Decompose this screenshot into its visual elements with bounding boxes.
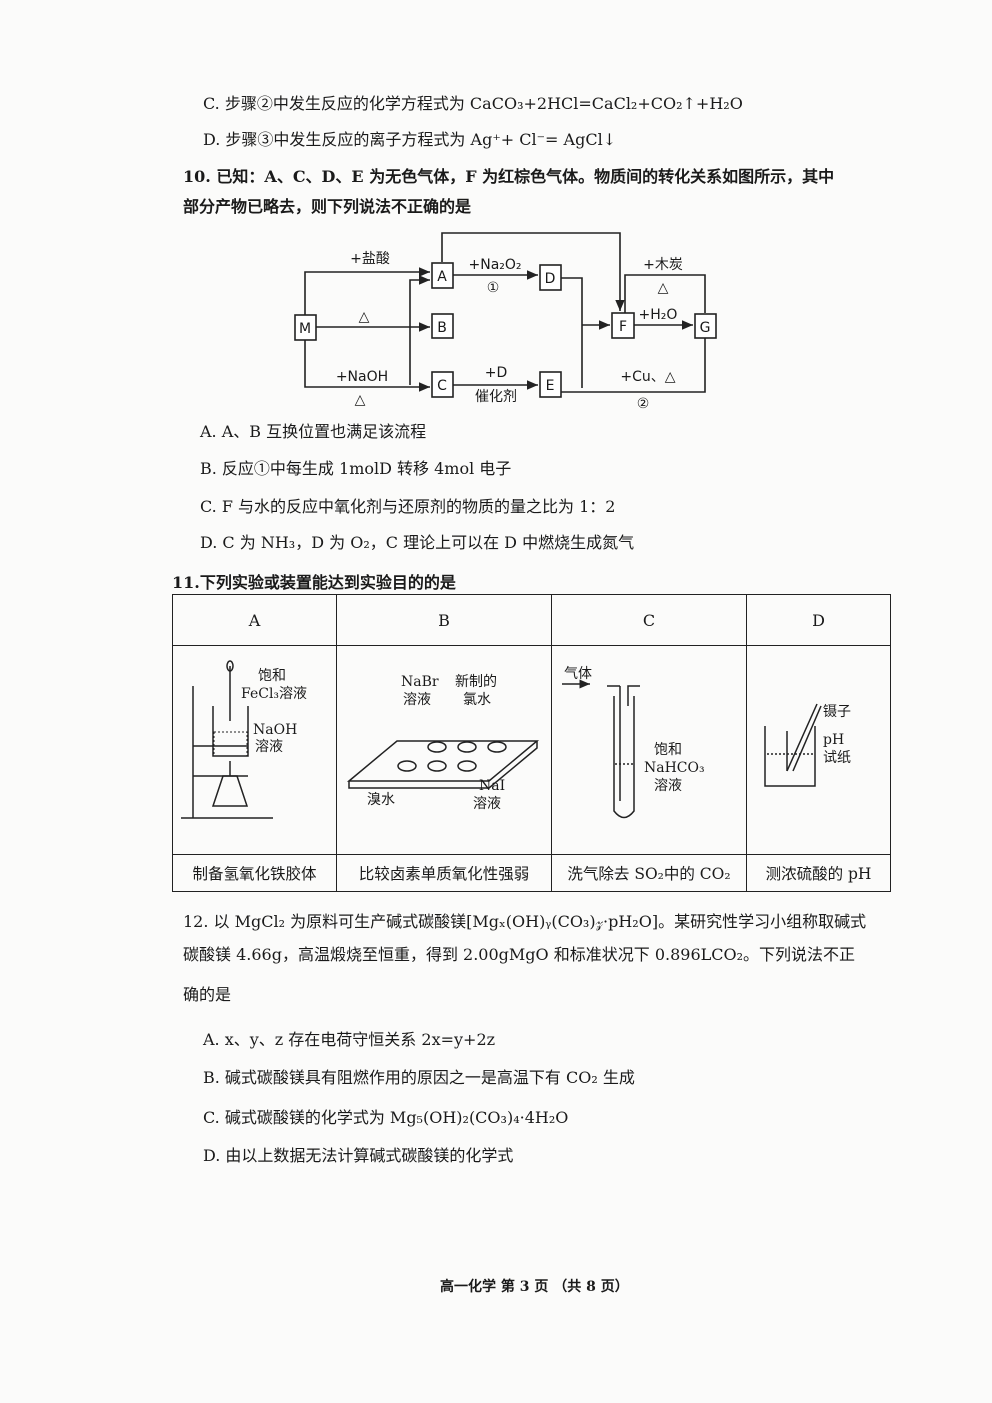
q10-option-c: C. F 与水的反应中氧化剂与还原剂的物质的量之比为 1：2: [200, 497, 616, 516]
label: 溶液: [255, 739, 283, 755]
node-b: B: [437, 320, 447, 336]
edge-label: +H₂O: [639, 307, 678, 323]
edge-label: +NaOH: [336, 369, 388, 385]
edge-label: ②: [637, 396, 650, 412]
edge-label: ①: [487, 280, 500, 296]
gas-washing-tube-icon: [562, 679, 640, 819]
edge-label: △: [658, 280, 669, 296]
label: 气体: [564, 666, 592, 682]
q10-flow-diagram: M A B C D E F G +盐酸 △ +NaOH △ +Na₂O₂ ① +…: [294, 232, 717, 412]
q12-option-a: A. x、y、z 存在电荷守恒关系 2x=y+2z: [203, 1030, 496, 1049]
edge-label: +Cu、△: [620, 369, 675, 385]
label: 溴水: [367, 792, 395, 808]
node-m: M: [299, 321, 311, 337]
q12-stem-line1: 12. 以 MgCl₂ 为原料可生产碱式碳酸镁[Mgₓ(OH)ᵧ(CO₃)𝓏·p…: [183, 912, 867, 931]
q12-stem-line2: 碳酸镁 4.66g，高温煅烧至恒重，得到 2.00gMgO 和标准状况下 0.8…: [183, 945, 856, 964]
q9-option-d: D. 步骤③中发生反应的离子方程式为 Ag⁺+ Cl⁻= AgCl↓: [203, 130, 617, 149]
node-d: D: [545, 271, 556, 287]
label: 溶液: [403, 692, 431, 708]
label: NaOH: [253, 722, 298, 738]
q12-stem-line3: 确的是: [183, 985, 232, 1004]
apparatus-a: 饱和 FeCl₃溶液 NaOH 溶液: [172, 645, 337, 855]
header-d: D: [746, 594, 891, 646]
edge-label: +D: [485, 365, 508, 381]
q12-option-d: D. 由以上数据无法计算碱式碳酸镁的化学式: [203, 1146, 514, 1165]
node-g: G: [700, 320, 711, 336]
q12-option-b: B. 碱式碳酸镁具有阻燃作用的原因之一是高温下有 CO₂ 生成: [203, 1068, 635, 1087]
q9-option-c: C. 步骤②中发生反应的化学方程式为 CaCO₃+2HCl=CaCl₂+CO₂↑…: [203, 94, 743, 113]
label: 溶液: [654, 778, 682, 794]
caption-c: 洗气除去 SO₂中的 CO₂: [551, 854, 747, 892]
q11-table: A B C D 饱和 FeCl₃溶液 NaOH 溶液: [172, 594, 891, 892]
heating-apparatus-icon: [181, 660, 273, 819]
q10-stem-line2: 部分产物已略去，则下列说法不正确的是: [183, 197, 472, 216]
header-a: A: [172, 594, 337, 646]
edge-label: △: [359, 309, 370, 325]
node-a: A: [437, 269, 447, 285]
q10-stem-line1: 10. 已知：A、C、D、E 为无色气体，F 为红棕色气体。物质间的转化关系如图…: [183, 167, 835, 186]
edge-label: 催化剂: [475, 389, 517, 405]
label: NaI: [479, 778, 506, 794]
label: pH: [823, 732, 845, 748]
q11-stem: 11.下列实验或装置能达到实验目的的是: [172, 573, 456, 592]
caption-a: 制备氢氧化铁胶体: [172, 854, 337, 892]
beaker-tweezers-icon: [764, 703, 822, 787]
spot-plate-icon: [346, 740, 540, 789]
q10-option-d: D. C 为 NH₃，D 为 O₂，C 理论上可以在 D 中燃烧生成氮气: [200, 533, 635, 552]
edge-label: △: [355, 392, 366, 408]
apparatus-b: NaBr 溶液 新制的 氯水 溴水 NaI 溶液: [336, 645, 552, 855]
label: 饱和: [654, 742, 682, 758]
edge-label: +木炭: [643, 257, 683, 273]
caption-d: 测浓硫酸的 pH: [746, 854, 891, 892]
label: 溶液: [473, 796, 501, 812]
label: NaBr: [401, 674, 439, 690]
edge-label: +Na₂O₂: [468, 257, 521, 273]
q10-option-a: A. A、B 互换位置也满足该流程: [200, 422, 427, 441]
label: 饱和: [258, 668, 286, 684]
edge-label: +盐酸: [350, 251, 390, 267]
header-b: B: [336, 594, 552, 646]
node-c: C: [437, 378, 447, 394]
node-e: E: [546, 378, 555, 394]
label: 氯水: [463, 692, 491, 708]
page-footer: 高一化学 第 3 页 （共 8 页）: [440, 1279, 629, 1295]
label: 镊子: [823, 704, 851, 720]
apparatus-c: 气体 饱和 NaHCO₃ 溶液: [551, 645, 747, 855]
apparatus-d: 镊子 pH 试纸: [746, 645, 891, 855]
q12-option-c: C. 碱式碳酸镁的化学式为 Mg₅(OH)₂(CO₃)₄·4H₂O: [203, 1108, 569, 1127]
node-f: F: [619, 319, 627, 335]
q10-option-b: B. 反应①中每生成 1molD 转移 4mol 电子: [200, 459, 512, 478]
label: 试纸: [823, 750, 851, 766]
label: 新制的: [455, 674, 497, 690]
label: FeCl₃溶液: [241, 686, 308, 702]
label: NaHCO₃: [644, 760, 705, 776]
caption-b: 比较卤素单质氧化性强弱: [336, 854, 552, 892]
header-c: C: [551, 594, 747, 646]
